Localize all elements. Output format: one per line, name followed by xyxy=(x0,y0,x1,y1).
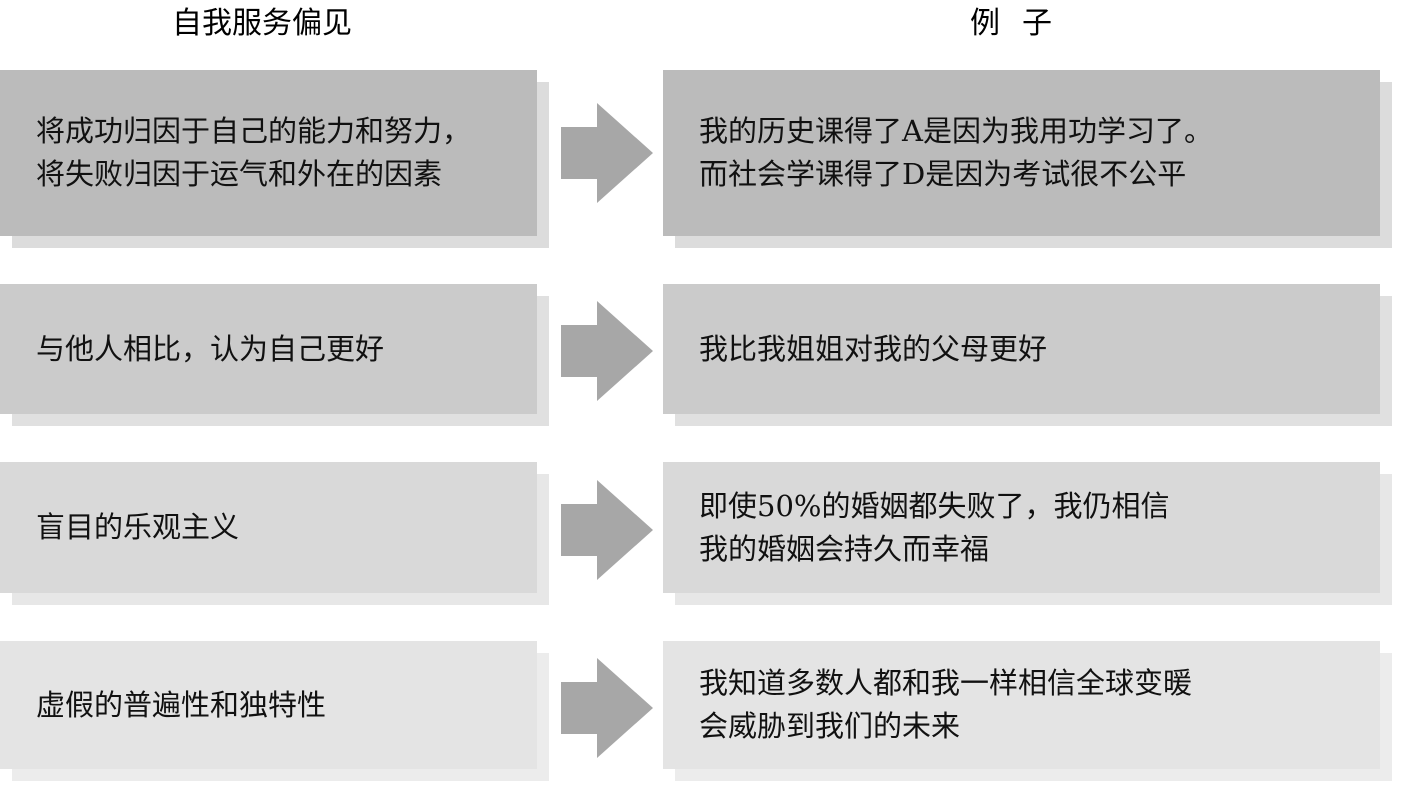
bias-text-line: 虚假的普遍性和独特性 xyxy=(36,687,327,722)
bias-box: 虚假的普遍性和独特性 xyxy=(0,641,537,769)
example-text-line: 而社会学课得了D是因为考试很不公平 xyxy=(699,157,1187,191)
example-column-header: 例子 xyxy=(970,6,1074,41)
right-arrow-icon xyxy=(561,103,653,203)
bias-box: 盲目的乐观主义 xyxy=(0,462,537,593)
right-arrow-icon xyxy=(561,301,653,401)
example-box: 我比我姐姐对我的父母更好 xyxy=(663,284,1380,414)
bias-row-3: 盲目的乐观主义 即使50%的婚姻都失败了，我仍相信 我的婚姻会持久而幸福 xyxy=(0,462,1404,605)
bias-box: 将成功归因于自己的能力和努力， 将失败归因于运气和外在的因素 xyxy=(0,70,537,236)
example-box: 我知道多数人都和我一样相信全球变暖 会威胁到我们的未来 xyxy=(663,641,1380,769)
bias-box: 与他人相比，认为自己更好 xyxy=(0,284,537,414)
bias-text-line: 盲目的乐观主义 xyxy=(36,510,240,544)
example-text-line: 即使50%的婚姻都失败了，我仍相信 xyxy=(699,488,1170,523)
bias-row-2: 与他人相比，认为自己更好 我比我姐姐对我的父母更好 xyxy=(0,284,1404,426)
example-text-line: 会威胁到我们的未来 xyxy=(699,709,961,743)
bias-text-line: 将失败归因于运气和外在的因素 xyxy=(36,157,443,191)
example-text-line: 我的婚姻会持久而幸福 xyxy=(699,531,990,566)
bias-column-header: 自我服务偏见 xyxy=(172,6,352,41)
right-arrow-icon xyxy=(561,658,653,758)
example-text-line: 我的历史课得了A是因为我用功学习了。 xyxy=(699,114,1213,148)
bias-text-line: 将成功归因于自己的能力和努力， xyxy=(36,114,472,148)
example-text-line: 我知道多数人都和我一样相信全球变暖 xyxy=(699,666,1193,700)
bias-row-4: 虚假的普遍性和独特性 我知道多数人都和我一样相信全球变暖 会威胁到我们的未来 xyxy=(0,641,1404,781)
example-text-line: 我比我姐姐对我的父母更好 xyxy=(699,331,1048,366)
bias-row-1: 将成功归因于自己的能力和努力， 将失败归因于运气和外在的因素 我的历史课得了A是… xyxy=(0,70,1404,250)
bias-text-line: 与他人相比，认为自己更好 xyxy=(36,331,385,366)
example-box: 即使50%的婚姻都失败了，我仍相信 我的婚姻会持久而幸福 xyxy=(663,462,1380,593)
example-box: 我的历史课得了A是因为我用功学习了。 而社会学课得了D是因为考试很不公平 xyxy=(663,70,1380,236)
right-arrow-icon xyxy=(561,480,653,580)
